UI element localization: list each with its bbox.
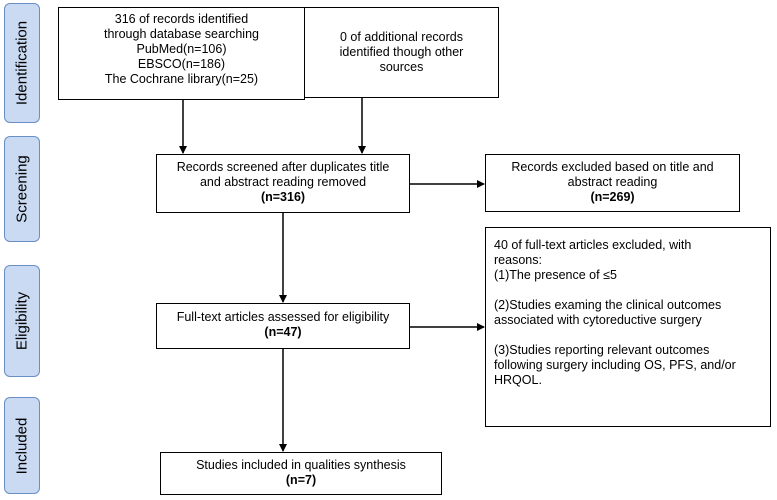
- box-fulltext-assessed: Full-text articles assessed for eligibil…: [156, 303, 410, 349]
- other-sources-line: 0 of additional records: [340, 30, 463, 44]
- phase-eligibility-label: Eligibility: [13, 291, 31, 351]
- excluded-reason-2-cont: associated with cytoreductive surgery: [494, 313, 702, 327]
- excluded-reason-3-cont: following surgery including OS, PFS, and…: [494, 358, 736, 372]
- other-sources-line: sources: [379, 60, 424, 74]
- excluded-reason-3-cont: HRQOL.: [494, 373, 542, 387]
- phase-identification-label: Identification: [13, 20, 31, 106]
- phase-identification: Identification: [4, 3, 40, 123]
- excluded-reason-3: (3)Studies reporting relevant outcomes: [494, 343, 710, 357]
- box-studies-included: Studies included in qualities synthesis …: [160, 452, 442, 495]
- box-excluded-fulltext: 40 of full-text articles excluded, with …: [485, 227, 771, 427]
- spacer: [494, 328, 764, 343]
- box-excluded-title-abstract: Records excluded based on title and abst…: [485, 154, 740, 212]
- box-records-screened: Records screened after duplicates title …: [156, 154, 410, 213]
- db-search-line: The Cochrane library(n=25): [104, 72, 259, 86]
- fulltext-count: (n=47): [264, 325, 302, 339]
- excluded-title-line: Records excluded based on title and: [511, 160, 714, 174]
- phase-included: Included: [4, 397, 40, 494]
- screened-count: (n=316): [260, 190, 306, 204]
- excluded-reason-2: (2)Studies examing the clinical outcomes: [494, 298, 722, 312]
- excluded-title-count: (n=269): [590, 190, 635, 204]
- box-database-search: 316 of records identified through databa…: [58, 7, 305, 100]
- excluded-fulltext-line: reasons:: [494, 253, 542, 267]
- phase-included-label: Included: [13, 417, 31, 474]
- screened-line: and abstract reading removed: [199, 175, 367, 189]
- included-line: Studies included in qualities synthesis: [196, 458, 406, 472]
- phase-eligibility: Eligibility: [4, 265, 40, 377]
- db-search-line: 316 of records identified: [114, 12, 249, 26]
- db-search-line: EBSCO(n=186): [137, 57, 226, 71]
- phase-screening: Screening: [4, 136, 40, 242]
- db-search-line: through database searching: [104, 27, 259, 41]
- box-other-sources: 0 of additional records identified thoug…: [304, 7, 499, 98]
- excluded-title-line: abstract reading: [567, 175, 658, 189]
- fulltext-line: Full-text articles assessed for eligibil…: [176, 310, 390, 324]
- other-sources-line: identified though other: [339, 45, 464, 59]
- included-count: (n=7): [285, 473, 317, 487]
- spacer: [494, 283, 764, 298]
- excluded-reason-1: (1)The presence of ≤5: [494, 268, 617, 282]
- db-search-line: PubMed(n=106): [136, 42, 227, 56]
- phase-screening-label: Screening: [13, 155, 31, 223]
- screened-line: Records screened after duplicates title: [176, 160, 390, 174]
- excluded-fulltext-line: 40 of full-text articles excluded, with: [494, 238, 692, 252]
